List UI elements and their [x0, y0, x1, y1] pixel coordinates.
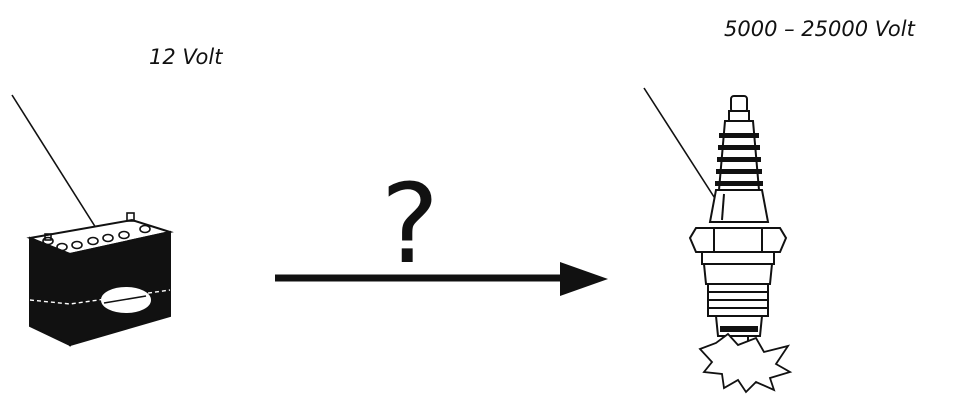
arrow-head: [560, 262, 608, 296]
battery-leader-line: [12, 95, 96, 228]
spark-burst-icon: [700, 334, 790, 392]
spark-plug-leader-line: [644, 88, 716, 200]
spark-plug-icon: [690, 96, 786, 354]
question-mark: ?: [381, 160, 439, 288]
conversion-arrow: [275, 262, 608, 296]
car-battery-icon: [30, 213, 170, 345]
